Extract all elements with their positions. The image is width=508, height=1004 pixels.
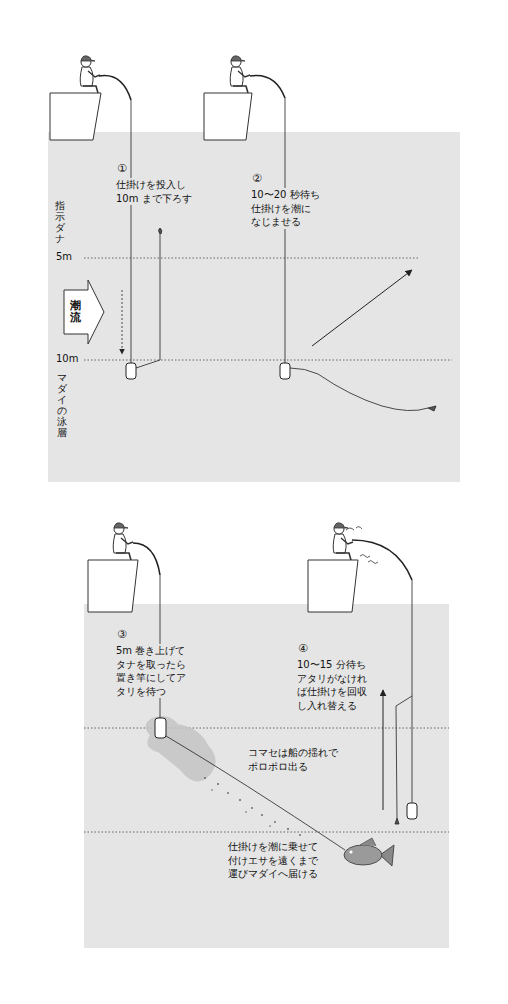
depth-label: マダイの泳層 <box>57 372 67 438</box>
sink-arrow <box>122 290 123 354</box>
chum-cloud <box>145 716 215 781</box>
reeling-marks <box>346 527 378 564</box>
rod <box>250 75 285 98</box>
depth-label: 指示ダナ <box>55 200 65 244</box>
callout-number: ① <box>116 162 128 177</box>
step-note: 仕掛けを投入し 10m まで下ろす <box>115 178 194 205</box>
water-panel <box>84 604 449 948</box>
depth-value: 10m <box>55 352 79 366</box>
water-panel <box>48 132 460 482</box>
angler <box>113 523 133 560</box>
callout-number: ③ <box>116 628 128 643</box>
fishing-line <box>412 580 413 803</box>
boat <box>308 560 358 612</box>
fishing-line <box>131 100 132 363</box>
sinker <box>407 803 417 819</box>
depth-line <box>84 258 420 259</box>
annotation: コマセは船の揺れで ポロポロ出る <box>247 746 344 773</box>
leader <box>396 696 412 818</box>
leader <box>166 736 345 850</box>
sinker <box>126 363 136 379</box>
boat <box>204 93 252 140</box>
depth-line <box>84 728 449 729</box>
boat <box>50 93 101 140</box>
chum-basket <box>155 718 166 738</box>
rod <box>99 76 131 101</box>
hook <box>395 818 399 824</box>
callout-number: ② <box>251 172 263 187</box>
retrieve-arrow <box>383 690 384 810</box>
boat <box>88 560 138 612</box>
rod <box>352 540 412 580</box>
step-note: 5m 巻き上げて タナを取ったら 置き竿にしてア タリを待つ <box>115 644 192 698</box>
red-sea-bream <box>344 838 394 866</box>
callout-number: ④ <box>297 642 309 657</box>
depth-value: 5m <box>55 250 73 264</box>
angler <box>230 56 250 93</box>
step-note: 10〜15 分待ち アタリがなけれ ば仕掛けを回収 し入れ替える <box>296 658 373 712</box>
depth-line <box>84 360 452 361</box>
current-arrow <box>64 280 104 344</box>
step-note: 10〜20 秒待ち 仕掛けを潮に なじませる <box>250 188 321 229</box>
angler <box>80 56 100 93</box>
sinker <box>280 363 290 379</box>
hook <box>159 228 162 234</box>
fishing-line <box>285 98 286 363</box>
annotation: 仕掛けを潮に乗せて 付けエサを遠くまで 運びマダイへ届ける <box>227 840 324 881</box>
rod <box>133 543 160 575</box>
leader <box>290 368 428 411</box>
chum-particles <box>204 777 301 836</box>
current-label: 潮流 <box>70 300 81 324</box>
leader <box>136 234 160 368</box>
angler <box>333 523 353 560</box>
depth-line <box>84 832 449 833</box>
drift-arrow <box>312 270 412 346</box>
bait <box>428 406 436 411</box>
